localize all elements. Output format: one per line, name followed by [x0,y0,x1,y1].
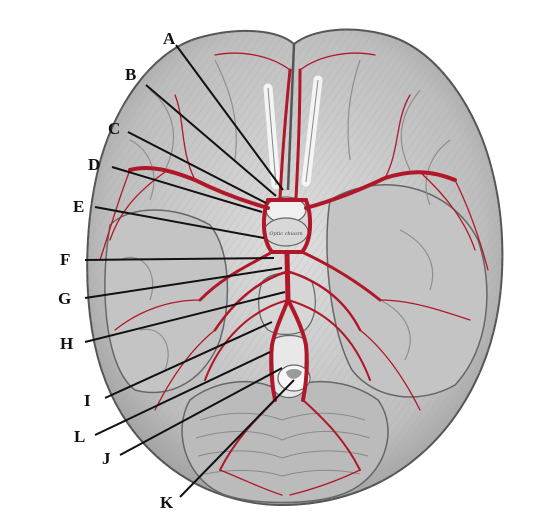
label-k: K [160,493,174,512]
leader-j [119,367,283,456]
label-g: G [58,289,71,308]
basilar-artery [284,251,291,303]
leader-c [127,131,267,204]
leader-g [84,267,283,299]
leader-k [179,379,295,498]
leader-l [94,351,271,436]
label-a: A [163,29,176,48]
cerebellum [181,381,389,504]
label-f: F [60,250,70,269]
brain-illustration: Optic chiasm [86,28,504,507]
leader-i [104,321,273,399]
leader-f [84,257,275,261]
label-d: D [88,155,100,174]
leader-a [175,44,284,191]
label-h: H [60,334,73,353]
arterial-network [99,52,489,496]
right-temporal-lobe [326,184,488,398]
leader-h [84,291,286,343]
labels: A B C D E F G H I L J K [58,29,176,512]
label-b: B [125,65,136,84]
label-e: E [73,197,84,216]
leader-lines [84,44,295,498]
label-c: C [108,119,120,138]
label-i: I [84,391,91,410]
label-l: L [74,427,85,446]
brain-inscription: Optic chiasm [269,231,302,237]
leader-d [111,166,263,213]
label-j: J [102,449,111,468]
leader-e [94,206,265,239]
leader-b [145,84,277,197]
